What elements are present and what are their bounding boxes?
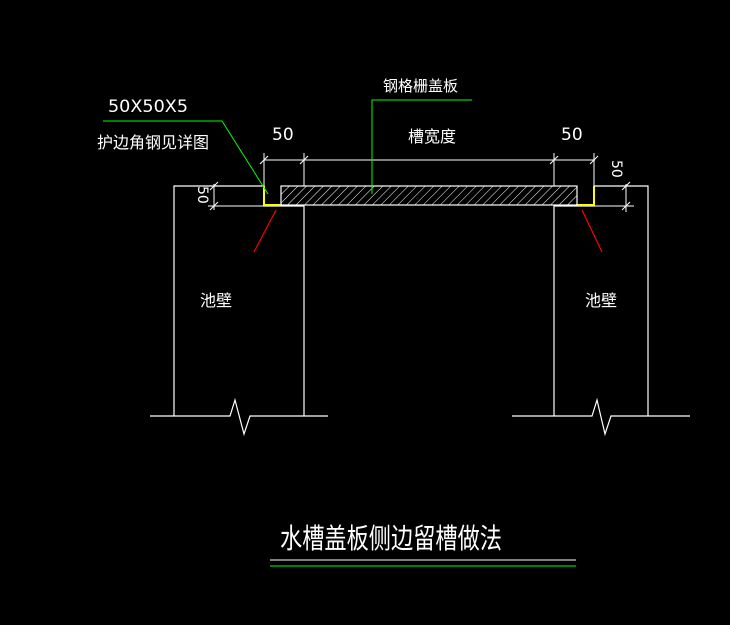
angle-note-label: 护边角钢见详图 (97, 133, 209, 152)
ground-line-right (512, 397, 690, 437)
wall-right-label: 池壁 (585, 291, 617, 310)
drawing-title: 水槽盖板侧边留槽做法 (280, 522, 502, 555)
left-wall (173, 185, 305, 416)
leader-angle (103, 120, 269, 195)
dim-depth-left (208, 181, 264, 211)
dim-right-label: 50 (561, 125, 583, 145)
grating-label: 钢格栅盖板 (383, 77, 458, 95)
angle-steel-right (576, 186, 595, 206)
dim-width (259, 153, 599, 186)
angle-spec-label: 50X50X5 (108, 97, 188, 117)
dim-depth-right (594, 181, 634, 212)
dim-depth-right-label: 50 (608, 160, 624, 178)
anchor-bars (253, 209, 603, 253)
ground-line-left (150, 397, 328, 437)
dim-left-label: 50 (272, 125, 294, 145)
dim-depth-left-label: 50 (194, 186, 210, 204)
angle-steel-left (263, 186, 282, 206)
trench-width-label: 槽宽度 (408, 127, 456, 146)
grating-cover (280, 185, 578, 206)
wall-left-label: 池壁 (200, 291, 232, 310)
leader-grating (371, 99, 472, 194)
title-underline (270, 559, 576, 567)
